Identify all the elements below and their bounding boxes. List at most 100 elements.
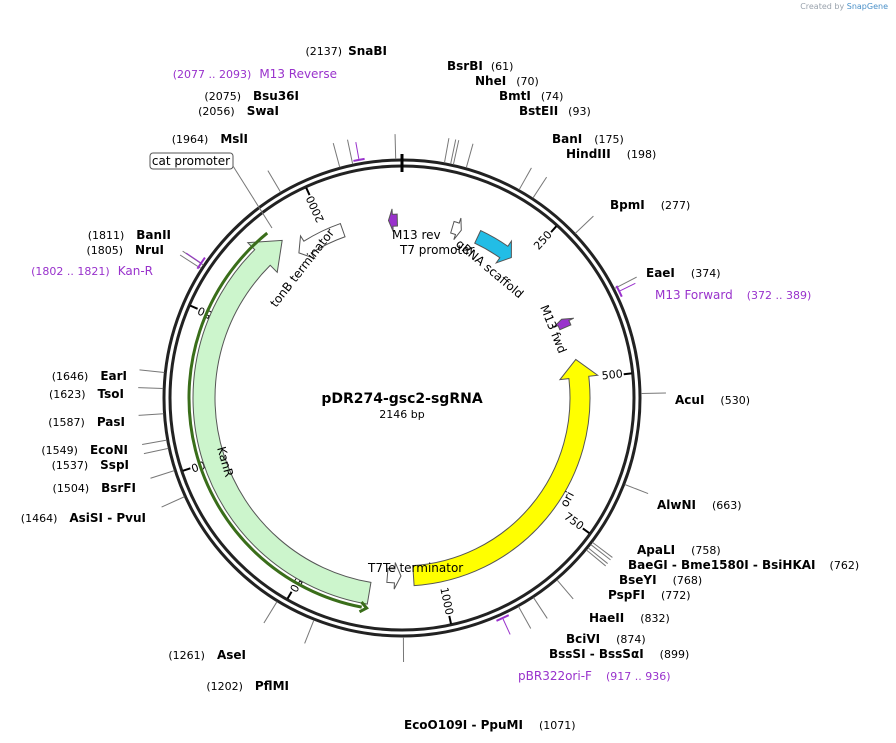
site-name: ApaLI — [637, 543, 675, 557]
site-leader-asisi-pvui — [161, 496, 185, 508]
site-leader-lines — [138, 134, 666, 662]
primer-leader-m13-reverse — [355, 142, 360, 159]
site-name: BanII — [136, 228, 171, 242]
snapgene-credit: Created by SnapGene — [800, 2, 888, 11]
site-leader-bsrbi — [443, 138, 450, 163]
primer-label-kan-r: (1802 .. 1821)Kan-R — [31, 264, 153, 278]
primer-label-m13-reverse: (2077 .. 2093)M13 Reverse — [173, 67, 337, 81]
site-name: BmtI — [499, 89, 531, 103]
site-pos: (1202) — [206, 680, 243, 693]
plasmid-size: 2146 bp — [379, 408, 424, 421]
feature-arrow-tonb-terminator — [298, 222, 346, 260]
site-leader-bsssi-bsss-i — [518, 606, 532, 629]
site-leader-alwni — [624, 484, 649, 495]
site-label-econi: (1549)EcoNI — [41, 443, 128, 457]
tick-label-500: 500 — [601, 367, 623, 382]
site-pos: (93) — [568, 105, 591, 118]
site-leader-pasi — [138, 413, 164, 416]
site-label-bsrbi: BsrBI(61) — [447, 59, 513, 73]
site-name: SwaI — [247, 104, 279, 118]
site-leader-snabi — [394, 134, 397, 160]
site-name: NheI — [475, 74, 506, 88]
primer-name: pBR322ori-F — [518, 669, 592, 683]
site-pos: (772) — [661, 589, 691, 602]
site-pos: (768) — [673, 574, 703, 587]
site-label-snabi: (2137)SnaBI — [306, 44, 387, 58]
site-pos: (832) — [640, 612, 670, 625]
site-pos: (663) — [712, 499, 742, 512]
site-name: TsoI — [98, 387, 124, 401]
site-leader-swai — [332, 142, 341, 168]
site-pos: (762) — [830, 559, 860, 572]
primer-leader-m13-forward — [619, 282, 636, 292]
primer-name: M13 Reverse — [259, 67, 337, 81]
site-label-asei: (1261)AseI — [168, 648, 246, 662]
site-pos: (1805) — [86, 244, 123, 257]
feature-label-m13-fwd: M13 fwd — [537, 303, 569, 355]
site-label-tsoi: (1623) TsoI — [49, 387, 124, 401]
site-name: BaeGI - Bme1580I - BsiHKAI — [628, 558, 816, 572]
cat-promoter-box — [149, 152, 234, 170]
primer-range: (1802 .. 1821) — [31, 265, 110, 278]
site-name: EcoNI — [90, 443, 128, 457]
site-label-acui: AcuI (530) — [675, 393, 750, 407]
primer-range: (372 .. 389) — [747, 289, 812, 302]
site-name: AcuI — [675, 393, 704, 407]
site-name: EaeI — [646, 266, 675, 280]
site-label-msli: (1964)MslI — [172, 132, 248, 146]
site-pos: (1623) — [49, 388, 86, 401]
tick-1500 — [182, 467, 191, 472]
site-leader-bsu36i — [347, 139, 354, 165]
site-leader-eaei — [614, 276, 637, 289]
site-leader-hindiii — [532, 176, 548, 199]
site-pos: (198) — [627, 148, 657, 161]
site-name: BpmI — [610, 198, 645, 212]
site-name: BciVI — [566, 632, 600, 646]
credit-brand: SnapGene — [846, 2, 888, 11]
site-leader-nhei — [450, 139, 457, 165]
site-label-swai: (2056) SwaI — [198, 104, 279, 118]
feature-label-ori: ori — [557, 489, 577, 509]
cat-promoter-leader — [232, 165, 273, 229]
site-label-bsu36i: (2075) Bsu36I — [204, 89, 299, 103]
site-pos: (2056) — [198, 105, 235, 118]
site-label-ecoo109i: EcoO109I - PpuMI(1071) — [404, 718, 576, 732]
site-label-pspfi: PspFI(772) — [608, 588, 691, 602]
site-name: BssSI - BssSαI — [549, 647, 644, 661]
cat-promoter-label: cat promoter — [149, 152, 273, 229]
restriction-site-labels: (2137)SnaBI BsrBI(61) NheI(70) BmtI(74) … — [21, 44, 859, 732]
site-pos: (1261) — [168, 649, 205, 662]
site-label-nhei: NheI(70) — [475, 74, 539, 88]
credit-prefix: Created by — [800, 2, 845, 11]
kanr-strand-line — [187, 231, 362, 609]
feature-arrow-ori — [412, 358, 600, 587]
site-name: PasI — [97, 415, 125, 429]
site-leader-pflmi — [304, 619, 315, 644]
site-name: NruI — [135, 243, 164, 257]
site-label-eaei: EaeI(374) — [646, 266, 721, 280]
site-leader-bseyi — [587, 547, 608, 564]
tick-500 — [623, 372, 632, 376]
site-label-pflmi: (1202) PflMI — [206, 679, 289, 693]
site-name: Bsu36I — [253, 89, 299, 103]
site-name: PflMI — [255, 679, 289, 693]
feature-label-m13-rev: M13 rev — [392, 228, 441, 242]
feature-arrow-kanr — [192, 239, 372, 605]
feature-arrow-m13-rev — [387, 208, 398, 232]
site-pos: (2075) — [204, 90, 241, 103]
site-leader-tsoi — [138, 387, 164, 390]
site-label-bsrfi: (1504)BsrFI — [53, 481, 136, 495]
site-leader-sspi — [143, 447, 169, 455]
site-label-apali: ApaLI(758) — [637, 543, 721, 557]
primer-mark-kan-r — [196, 256, 206, 270]
site-name: BsrBI — [447, 59, 483, 73]
site-pos: (530) — [720, 394, 750, 407]
primer-mark-pbr322ori-f — [496, 614, 510, 622]
site-pos: (1646) — [52, 370, 89, 383]
site-label-bsteii: BstEII(93) — [519, 104, 591, 118]
site-label-bseyi: BseYI(768) — [619, 573, 702, 587]
site-pos: (1537) — [52, 459, 89, 472]
site-leader-nrui — [179, 254, 202, 269]
site-name: EarI — [100, 369, 127, 383]
